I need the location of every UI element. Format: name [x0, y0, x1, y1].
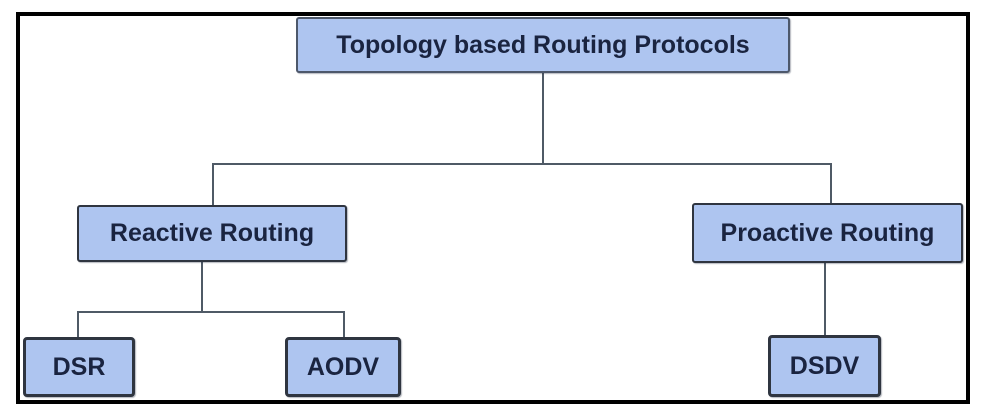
connector-level2-bar	[212, 163, 832, 165]
connector-dsr-drop	[77, 312, 79, 338]
connector-dsdv-stem	[824, 262, 826, 336]
connector-leaf-bar	[77, 311, 345, 313]
node-label-dsr: DSR	[52, 352, 106, 381]
node-label-root: Topology based Routing Protocols	[336, 30, 750, 59]
connector-root-stem	[542, 73, 544, 164]
node-reactive-routing: Reactive Routing	[77, 205, 347, 262]
node-dsdv: DSDV	[768, 335, 881, 397]
node-label-proactive: Proactive Routing	[720, 218, 935, 247]
connector-aodv-drop	[343, 312, 345, 338]
connector-proactive-drop	[830, 164, 832, 204]
diagram-border-frame	[16, 12, 970, 404]
node-label-reactive: Reactive Routing	[109, 219, 315, 247]
connector-reactive-drop	[212, 164, 214, 206]
node-label-aodv: AODV	[306, 352, 380, 381]
node-dsr: DSR	[23, 337, 135, 397]
node-proactive-routing: Proactive Routing	[692, 203, 963, 263]
node-label-dsdv: DSDV	[789, 351, 860, 380]
connector-reactive-stem	[201, 261, 203, 312]
node-topology-based-routing-protocols: Topology based Routing Protocols	[296, 17, 790, 73]
node-aodv: AODV	[285, 337, 401, 397]
